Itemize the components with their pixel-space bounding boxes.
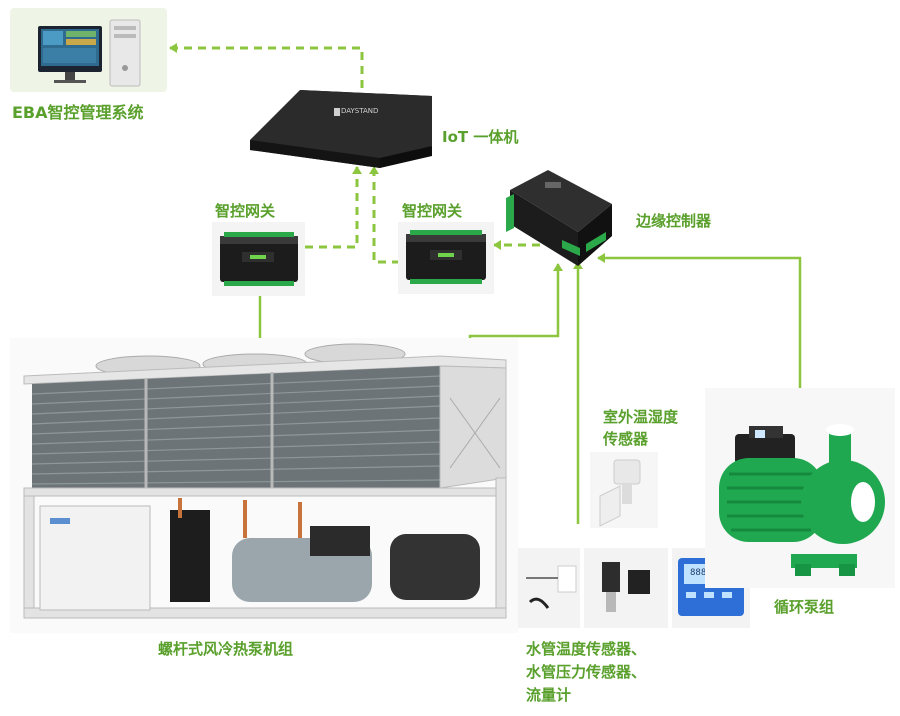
gateway-icon: [212, 222, 305, 296]
link-gateway-left-iot: [305, 167, 357, 247]
gateway-left-image: [212, 222, 305, 296]
eba-computer-image: [10, 8, 167, 92]
pump-label: 循环泵组: [774, 598, 834, 617]
gateway-icon: [398, 222, 494, 294]
pump-image: [705, 388, 895, 588]
chiller-label: 螺杆式风冷热泵机组: [158, 640, 293, 659]
outdoor-sensor-image: [590, 452, 658, 528]
chiller-image: [10, 338, 518, 633]
water-sensors-label-line1: 水管温度传感器、: [526, 640, 646, 659]
link-pump-edge: [598, 258, 800, 392]
outdoor-sensor-label-line1: 室外温湿度: [603, 408, 678, 427]
gateway-left-label: 智控网关: [215, 202, 275, 221]
gateway-right-image: [398, 222, 494, 294]
eba-label: EBA智控管理系统: [12, 103, 144, 122]
pump-icon: [705, 388, 895, 588]
sensor-icon: [590, 452, 658, 528]
iot-brand-text: DAYSTAND: [341, 107, 378, 115]
link-iot-eba: [170, 48, 362, 88]
outdoor-sensor-label-line2: 传感器: [603, 430, 648, 449]
gateway-right-label: 智控网关: [402, 202, 462, 221]
iot-label: IoT 一体机: [442, 128, 518, 147]
water-sensors-label-line3: 流量计: [526, 686, 571, 705]
chiller-unit-icon: [10, 338, 518, 633]
edge-label: 边缘控制器: [636, 212, 711, 231]
water-sensors-label-line2: 水管压力传感器、: [526, 663, 646, 682]
computer-icon: [10, 8, 167, 92]
link-gateway-right-iot: [374, 167, 400, 262]
